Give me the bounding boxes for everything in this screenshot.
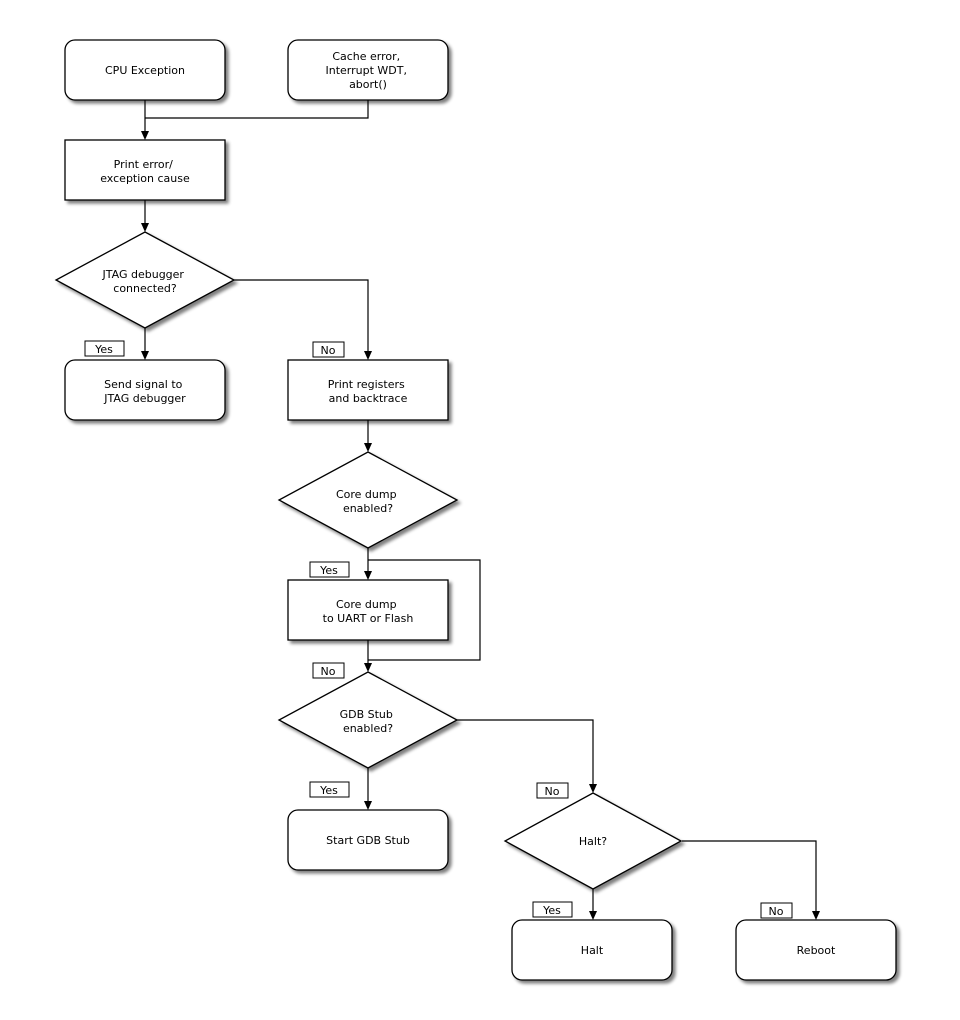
edge-gdb-no-to-halt-decision <box>457 719 594 785</box>
node-label: Halt <box>581 944 604 957</box>
svg-text:Cache error, Interrupt: Cache error, Interrupt WDT, abort() <box>326 50 411 91</box>
branch-label-core-dump-yes: Yes <box>309 561 350 578</box>
node-label: enabled? <box>343 502 393 515</box>
branch-labels: Yes No Yes No Yes No Yes No <box>84 340 793 919</box>
svg-text:CPU Exception: CPU Exception <box>105 64 185 77</box>
svg-text:Yes: Yes <box>94 343 113 356</box>
decision-gdb-stub-enabled: GDB Stub enabled? <box>277 671 459 769</box>
branch-label-jtag-yes: Yes <box>84 340 125 357</box>
node-label: Print registers <box>328 378 405 391</box>
node-label: JTAG debugger <box>102 268 185 281</box>
edge-jtag-no-to-print-registers <box>234 279 369 352</box>
branch-label-core-dump-no: No <box>312 662 345 679</box>
branch-label-jtag-no: No <box>312 341 345 358</box>
node-cache-error: Cache error, Interrupt WDT, abort() <box>287 39 449 101</box>
svg-text:No: No <box>769 905 784 918</box>
node-label: Core dump <box>336 488 397 501</box>
node-halt: Halt <box>511 919 673 981</box>
svg-text:JTAG debugger connecte: JTAG debugger connected? <box>102 268 188 295</box>
node-label: exception cause <box>100 172 190 185</box>
node-reboot: Reboot <box>735 919 897 981</box>
node-label: Cache error, <box>332 50 400 63</box>
arrowhead-into-start-gdb-stub <box>364 801 372 810</box>
node-label: Interrupt WDT, <box>326 64 407 77</box>
svg-text:Send signal to JTAG de: Send signal to JTAG debugger <box>103 378 186 405</box>
svg-text:No: No <box>321 665 336 678</box>
svg-text:Halt?: Halt? <box>579 835 607 848</box>
node-label: abort() <box>349 78 387 91</box>
arrowhead-into-send-signal <box>141 351 149 360</box>
decision-jtag-connected: JTAG debugger connected? <box>54 231 236 329</box>
svg-text:GDB Stub enabled?: GDB Stub enabled? <box>340 708 397 735</box>
svg-text:Yes: Yes <box>319 784 338 797</box>
svg-text:Halt: Halt <box>581 944 604 957</box>
node-label: enabled? <box>343 722 393 735</box>
node-label: Start GDB Stub <box>326 834 410 847</box>
decision-core-dump-enabled: Core dump enabled? <box>277 451 459 549</box>
arrowhead-into-core-dump-decision <box>364 443 372 452</box>
node-label: Halt? <box>579 835 607 848</box>
branch-label-gdb-yes: Yes <box>309 781 350 798</box>
svg-text:Print registers and ba: Print registers and backtrace <box>328 378 408 405</box>
node-label: and backtrace <box>329 392 408 405</box>
node-label: to UART or Flash <box>323 612 414 625</box>
nodes: CPU Exception Cache error, Interrupt WDT… <box>54 39 897 981</box>
edge-halt-no-to-reboot <box>682 840 817 912</box>
branch-label-halt-yes: Yes <box>532 901 573 918</box>
arrowhead-into-core-dump-box <box>364 571 372 580</box>
svg-text:Core dump enabled?: Core dump enabled? <box>336 488 400 515</box>
branch-label-halt-no: No <box>760 902 793 919</box>
edges <box>141 100 820 920</box>
node-label: Send signal to <box>104 378 183 391</box>
edge-core-dump-no-bypass <box>368 559 481 661</box>
svg-text:Print error/ exception: Print error/ exception cause <box>100 158 190 185</box>
svg-text:Reboot: Reboot <box>797 944 836 957</box>
node-label: connected? <box>113 282 177 295</box>
node-label: Core dump <box>336 598 397 611</box>
arrowhead-into-halt-box <box>589 911 597 920</box>
branch-label-gdb-no: No <box>536 782 569 799</box>
arrowhead-into-reboot <box>812 911 820 920</box>
node-core-dump: Core dump to UART or Flash <box>287 579 449 641</box>
node-label: JTAG debugger <box>103 392 186 405</box>
arrowhead-into-print-error <box>141 131 149 140</box>
svg-text:No: No <box>321 344 336 357</box>
svg-text:Yes: Yes <box>319 564 338 577</box>
arrowhead-into-halt-decision <box>589 784 597 793</box>
node-cpu-exception: CPU Exception <box>64 39 226 101</box>
node-send-signal: Send signal to JTAG debugger <box>64 359 226 421</box>
edge-cache-error-to-merge <box>145 100 369 119</box>
node-label: GDB Stub <box>340 708 393 721</box>
node-label: Print error/ <box>114 158 173 171</box>
node-print-registers: Print registers and backtrace <box>287 359 449 421</box>
arrowhead-into-print-registers <box>364 351 372 360</box>
svg-text:Core dump to UART or F: Core dump to UART or Flash <box>323 598 414 625</box>
svg-text:Yes: Yes <box>542 904 561 917</box>
arrowhead-into-gdb-decision <box>364 663 372 672</box>
node-label: CPU Exception <box>105 64 185 77</box>
node-print-error: Print error/ exception cause <box>64 139 226 201</box>
node-label: Reboot <box>797 944 836 957</box>
decision-halt: Halt? <box>503 792 683 890</box>
node-start-gdb-stub: Start GDB Stub <box>287 809 449 871</box>
arrowhead-into-jtag-decision <box>141 223 149 232</box>
svg-text:No: No <box>545 785 560 798</box>
svg-text:Start GDB Stub: Start GDB Stub <box>326 834 410 847</box>
